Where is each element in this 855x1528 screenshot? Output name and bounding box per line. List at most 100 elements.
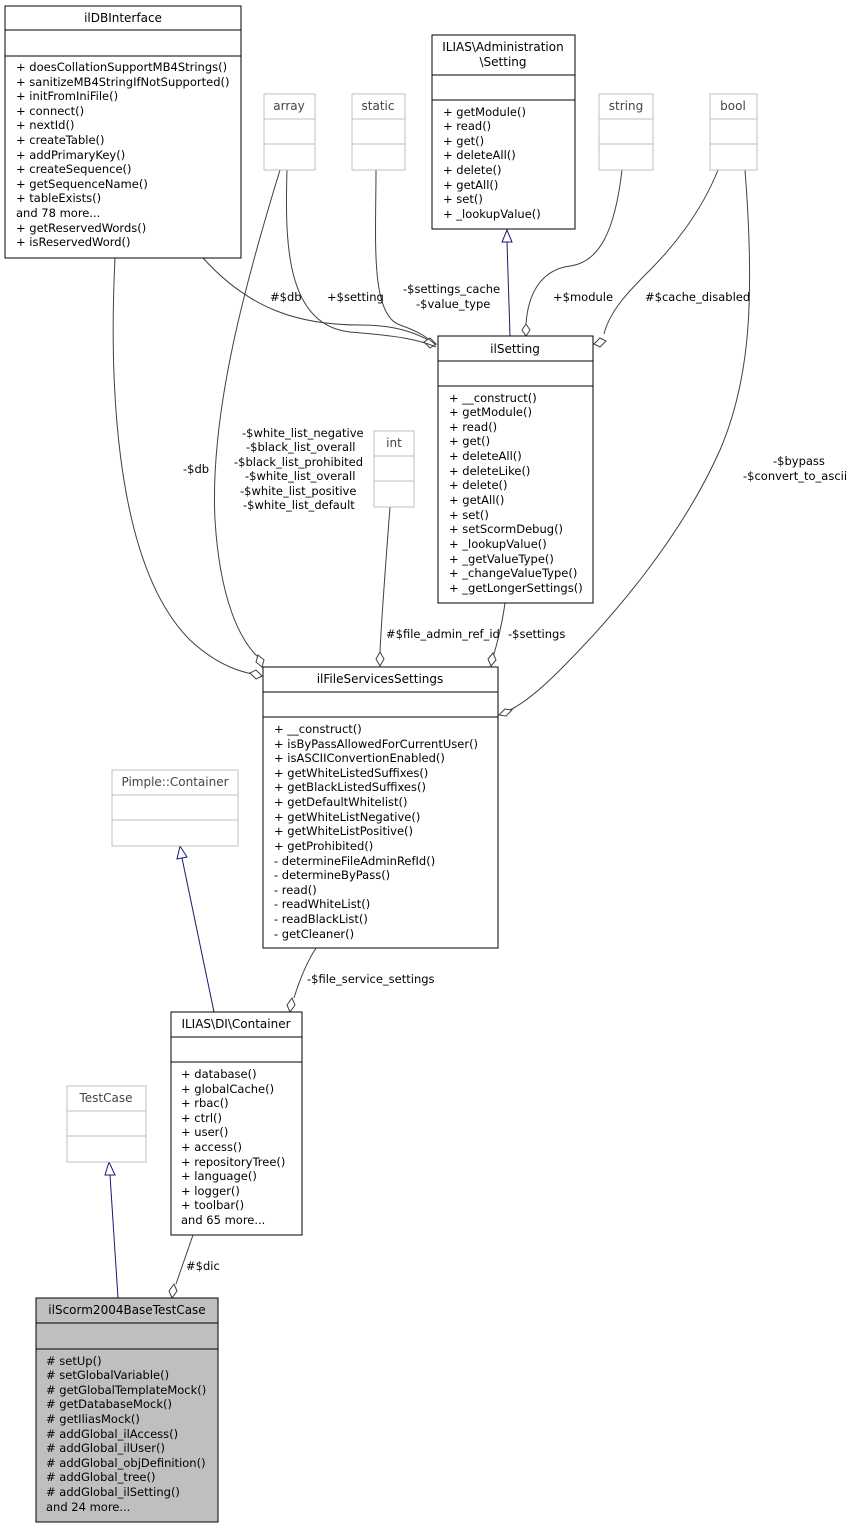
edge-label-white-list-overall: -$white_list_overall <box>245 469 355 483</box>
edge-bool-to-ilsetting <box>603 169 719 335</box>
edge-label-dic: #$dic <box>186 1259 220 1273</box>
method: + addPrimaryKey() <box>16 148 125 162</box>
class-ildbinterface[interactable]: ilDBInterface + doesCollationSupportMB4S… <box>4 5 242 259</box>
method: - getCleaner() <box>274 927 354 941</box>
method: # addGlobal_ilUser() <box>46 1441 165 1455</box>
edge-container-inherits-pimple <box>181 857 215 1013</box>
method: + getSequenceName() <box>16 177 148 191</box>
edge-array-to-ilsetting <box>285 169 437 348</box>
method: + set() <box>443 192 483 206</box>
method: + deleteAll() <box>449 449 522 463</box>
class-int[interactable]: int <box>373 430 415 508</box>
edge-db-to-filesettings <box>112 257 263 677</box>
method: # addGlobal_objDefinition() <box>46 1456 206 1470</box>
edge-label-db-files: -$db <box>183 462 209 476</box>
method: + setScormDebug() <box>449 522 563 536</box>
aggregation-diamond-icon <box>497 708 514 717</box>
method: + getDefaultWhitelist() <box>274 795 408 809</box>
method: + tableExists() <box>16 191 101 205</box>
method: # addGlobal_tree() <box>46 1470 155 1484</box>
class-title: int <box>386 436 402 450</box>
class-pimple-container[interactable]: Pimple::Container <box>111 769 239 847</box>
aggregation-diamond-icon <box>487 652 497 667</box>
method: + access() <box>181 1140 242 1154</box>
method: # getGlobalTemplateMock() <box>46 1383 206 1397</box>
class-ilfileservicessettings[interactable]: ilFileServicesSettings + __construct() +… <box>262 666 499 949</box>
method: # setUp() <box>46 1354 102 1368</box>
class-title: ilFileServicesSettings <box>317 672 444 686</box>
class-title: static <box>362 99 395 113</box>
aggregation-diamond-icon <box>521 323 531 337</box>
method: + isByPassAllowedForCurrentUser() <box>274 737 478 751</box>
method: + deleteLike() <box>449 464 530 478</box>
method: # addGlobal_ilSetting() <box>46 1485 180 1499</box>
edge-ilsetting-to-filesettings <box>493 602 506 655</box>
class-di-container[interactable]: ILIAS\DI\Container + database() + global… <box>170 1011 303 1236</box>
edges <box>104 169 751 1300</box>
edge-label-black-list-overall: -$black_list_overall <box>246 440 355 454</box>
class-title: ILIAS\Administration <box>442 40 563 54</box>
class-bool[interactable]: bool <box>709 93 758 171</box>
method: + getBlackListedSuffixes() <box>274 780 426 794</box>
class-string[interactable]: string <box>598 93 654 171</box>
edge-ilsetting-inherits-admin-setting <box>506 241 511 337</box>
aggregation-diamond-icon <box>168 1282 178 1300</box>
method: + __construct() <box>449 391 537 405</box>
class-array[interactable]: array <box>263 93 316 171</box>
method: + repositoryTree() <box>181 1155 285 1169</box>
method: # getDatabaseMock() <box>46 1397 172 1411</box>
edge-label-file-admin-ref-id: #$file_admin_ref_id <box>386 627 500 641</box>
edge-filesettings-to-container <box>293 947 317 999</box>
edge-label-white-list-default: -$white_list_default <box>243 498 355 512</box>
method: + logger() <box>181 1184 240 1198</box>
method: + toolbar() <box>181 1198 244 1212</box>
class-administration-setting[interactable]: ILIAS\Administration \Setting + getModul… <box>431 34 576 230</box>
method: + createSequence() <box>16 162 132 176</box>
method: + ctrl() <box>181 1111 222 1125</box>
class-ilscorm2004basetestcase[interactable]: ilScorm2004BaseTestCase # setUp() # setG… <box>35 1297 219 1523</box>
method: + sanitizeMB4StringIfNotSupported() <box>16 75 229 89</box>
edge-int-to-filesettings <box>379 506 391 653</box>
method: + _changeValueType() <box>449 566 577 580</box>
class-title: ILIAS\DI\Container <box>181 1017 290 1031</box>
edge-label-black-list-prohibited: -$black_list_prohibited <box>234 455 363 469</box>
class-title: TestCase <box>79 1091 133 1105</box>
edge-label-module: +$module <box>553 290 613 304</box>
aggregation-diamond-icon <box>375 650 385 668</box>
method: + _lookupValue() <box>449 537 547 551</box>
method: + globalCache() <box>181 1082 274 1096</box>
inheritance-arrow-icon <box>501 228 513 243</box>
class-testcase[interactable]: TestCase <box>66 1085 147 1163</box>
method: + nextId() <box>16 118 74 132</box>
class-title: Pimple::Container <box>121 775 228 789</box>
aggregation-diamond-icon <box>286 996 296 1014</box>
edge-label-file-service-settings: -$file_service_settings <box>307 972 435 986</box>
method: + createTable() <box>16 133 105 147</box>
class-title: ilDBInterface <box>84 11 162 25</box>
edge-label-bypass: -$bypass <box>773 454 825 468</box>
edge-label-settings-cache: -$settings_cache <box>403 282 500 296</box>
inheritance-arrow-icon <box>104 1160 116 1176</box>
method: + delete() <box>449 478 508 492</box>
method: + set() <box>449 508 489 522</box>
class-static[interactable]: static <box>351 93 406 171</box>
method: + isReservedWord() <box>16 235 131 249</box>
edge-label-value-type: -$value_type <box>416 297 490 311</box>
method: # addGlobal_ilAccess() <box>46 1427 178 1441</box>
method: + doesCollationSupportMB4Strings() <box>16 60 227 74</box>
class-title: bool <box>720 99 746 113</box>
class-title: \Setting <box>479 55 526 69</box>
method: and 65 more... <box>181 1213 265 1227</box>
aggregation-diamond-icon <box>249 669 263 680</box>
edge-label-white-list-positive: -$white_list_positive <box>240 484 356 498</box>
edge-basetestcase-inherits-testcase <box>109 1174 119 1299</box>
method: + language() <box>181 1169 257 1183</box>
edge-container-to-basetestcase <box>175 1234 194 1285</box>
edge-bool-to-filesettings <box>509 169 751 711</box>
method: - determineFileAdminRefId() <box>274 854 435 868</box>
class-ilsetting[interactable]: ilSetting + __construct() + getModule() … <box>437 335 594 604</box>
method: + read() <box>443 119 491 133</box>
edge-labels: #$db +$setting -$settings_cache -$value_… <box>183 282 847 1273</box>
edge-label-white-list-negative: -$white_list_negative <box>242 426 364 440</box>
